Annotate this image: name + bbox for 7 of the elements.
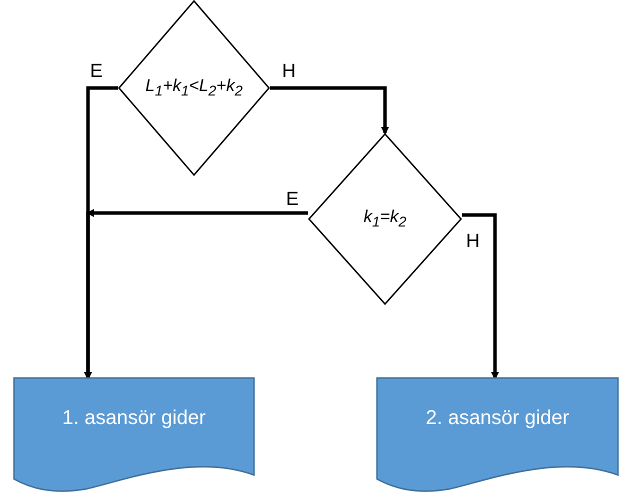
condition-text: L$_{1}$+k$_{1}$<L$_{2}$+k$_{2}$ <box>145 76 243 100</box>
process-text: 1. asansör gider <box>62 406 206 430</box>
arrow <box>270 86 389 135</box>
arrow <box>462 213 499 380</box>
condition-text: k$_{1}$=k$_{2}$ <box>364 207 406 231</box>
process-text: 2. asansör gider <box>426 406 570 430</box>
arrow <box>84 209 308 378</box>
